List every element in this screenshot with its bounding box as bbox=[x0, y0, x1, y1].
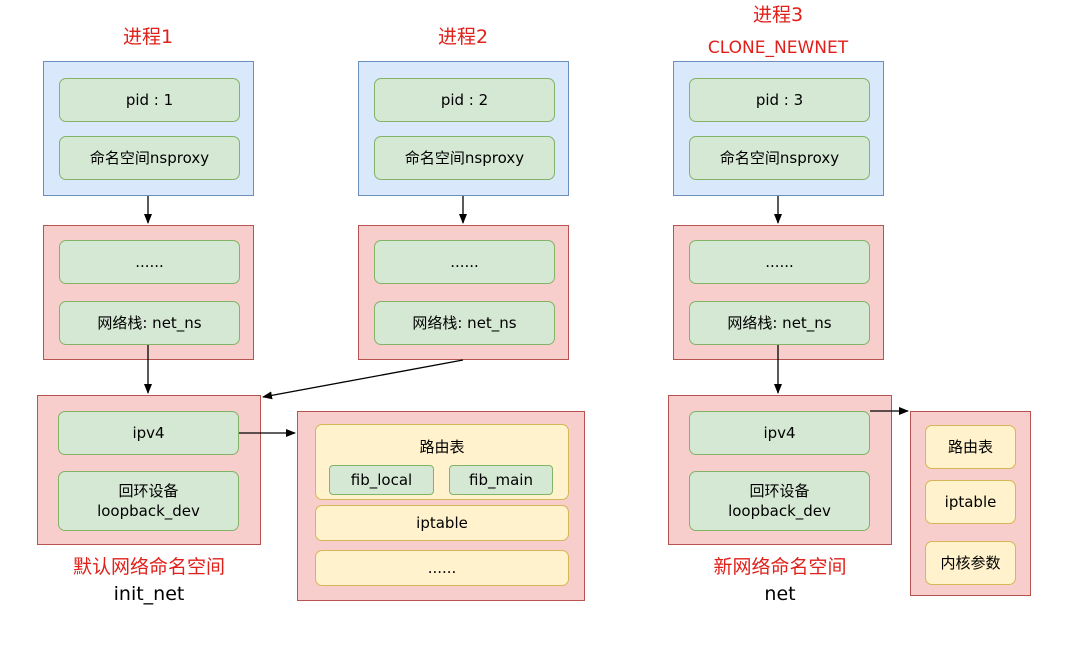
init-net-iptable: iptable bbox=[315, 505, 569, 541]
process-2-nsproxy: 命名空间nsproxy bbox=[374, 136, 555, 180]
process-2-net-ns: 网络栈: net_ns bbox=[374, 301, 555, 345]
new-net-ipv4: ipv4 bbox=[689, 411, 870, 455]
new-net-loopback-line1: 回环设备 bbox=[749, 482, 810, 500]
init-net-route-title: 路由表 bbox=[419, 438, 465, 456]
arrow-p2-to-init-net bbox=[262, 359, 464, 400]
process-3-pid: pid : 3 bbox=[689, 78, 870, 122]
process-2-stack-dots: ...... bbox=[374, 240, 555, 284]
init-net-ipv4: ipv4 bbox=[58, 411, 239, 455]
init-net-loopback-line1: 回环设备 bbox=[118, 482, 179, 500]
process-2-pid: pid : 2 bbox=[374, 78, 555, 122]
new-net-caption: 新网络命名空间 bbox=[713, 556, 847, 578]
init-net-more: ...... bbox=[315, 550, 569, 586]
process-3-net-ns: 网络栈: net_ns bbox=[689, 301, 870, 345]
process-3-stack-dots: ...... bbox=[689, 240, 870, 284]
new-net-loopback-line2: loopback_dev bbox=[728, 502, 831, 520]
new-net-loopback: 回环设备 loopback_dev bbox=[689, 471, 870, 531]
init-net-loopback-line2: loopback_dev bbox=[97, 502, 200, 520]
process-3-title: 进程3 bbox=[752, 4, 804, 26]
process-1-nsproxy: 命名空间nsproxy bbox=[59, 136, 240, 180]
process-3-subtitle: CLONE_NEWNET bbox=[707, 38, 849, 58]
new-net-kernel-params: 内核参数 bbox=[925, 541, 1016, 585]
init-net-loopback: 回环设备 loopback_dev bbox=[58, 471, 239, 531]
init-net-name: init_net bbox=[113, 583, 185, 605]
new-net-name: net bbox=[764, 583, 796, 605]
new-net-iptable: iptable bbox=[925, 480, 1016, 524]
process-1-stack-dots: ...... bbox=[59, 240, 240, 284]
init-net-caption: 默认网络命名空间 bbox=[72, 556, 225, 578]
process-1-pid: pid : 1 bbox=[59, 78, 240, 122]
process-3-nsproxy: 命名空间nsproxy bbox=[689, 136, 870, 180]
process-1-title: 进程1 bbox=[122, 26, 174, 48]
process-1-net-ns: 网络栈: net_ns bbox=[59, 301, 240, 345]
process-2-title: 进程2 bbox=[437, 26, 489, 48]
fib-main: fib_main bbox=[449, 465, 553, 495]
fib-local: fib_local bbox=[329, 465, 434, 495]
new-net-route: 路由表 bbox=[925, 425, 1016, 469]
